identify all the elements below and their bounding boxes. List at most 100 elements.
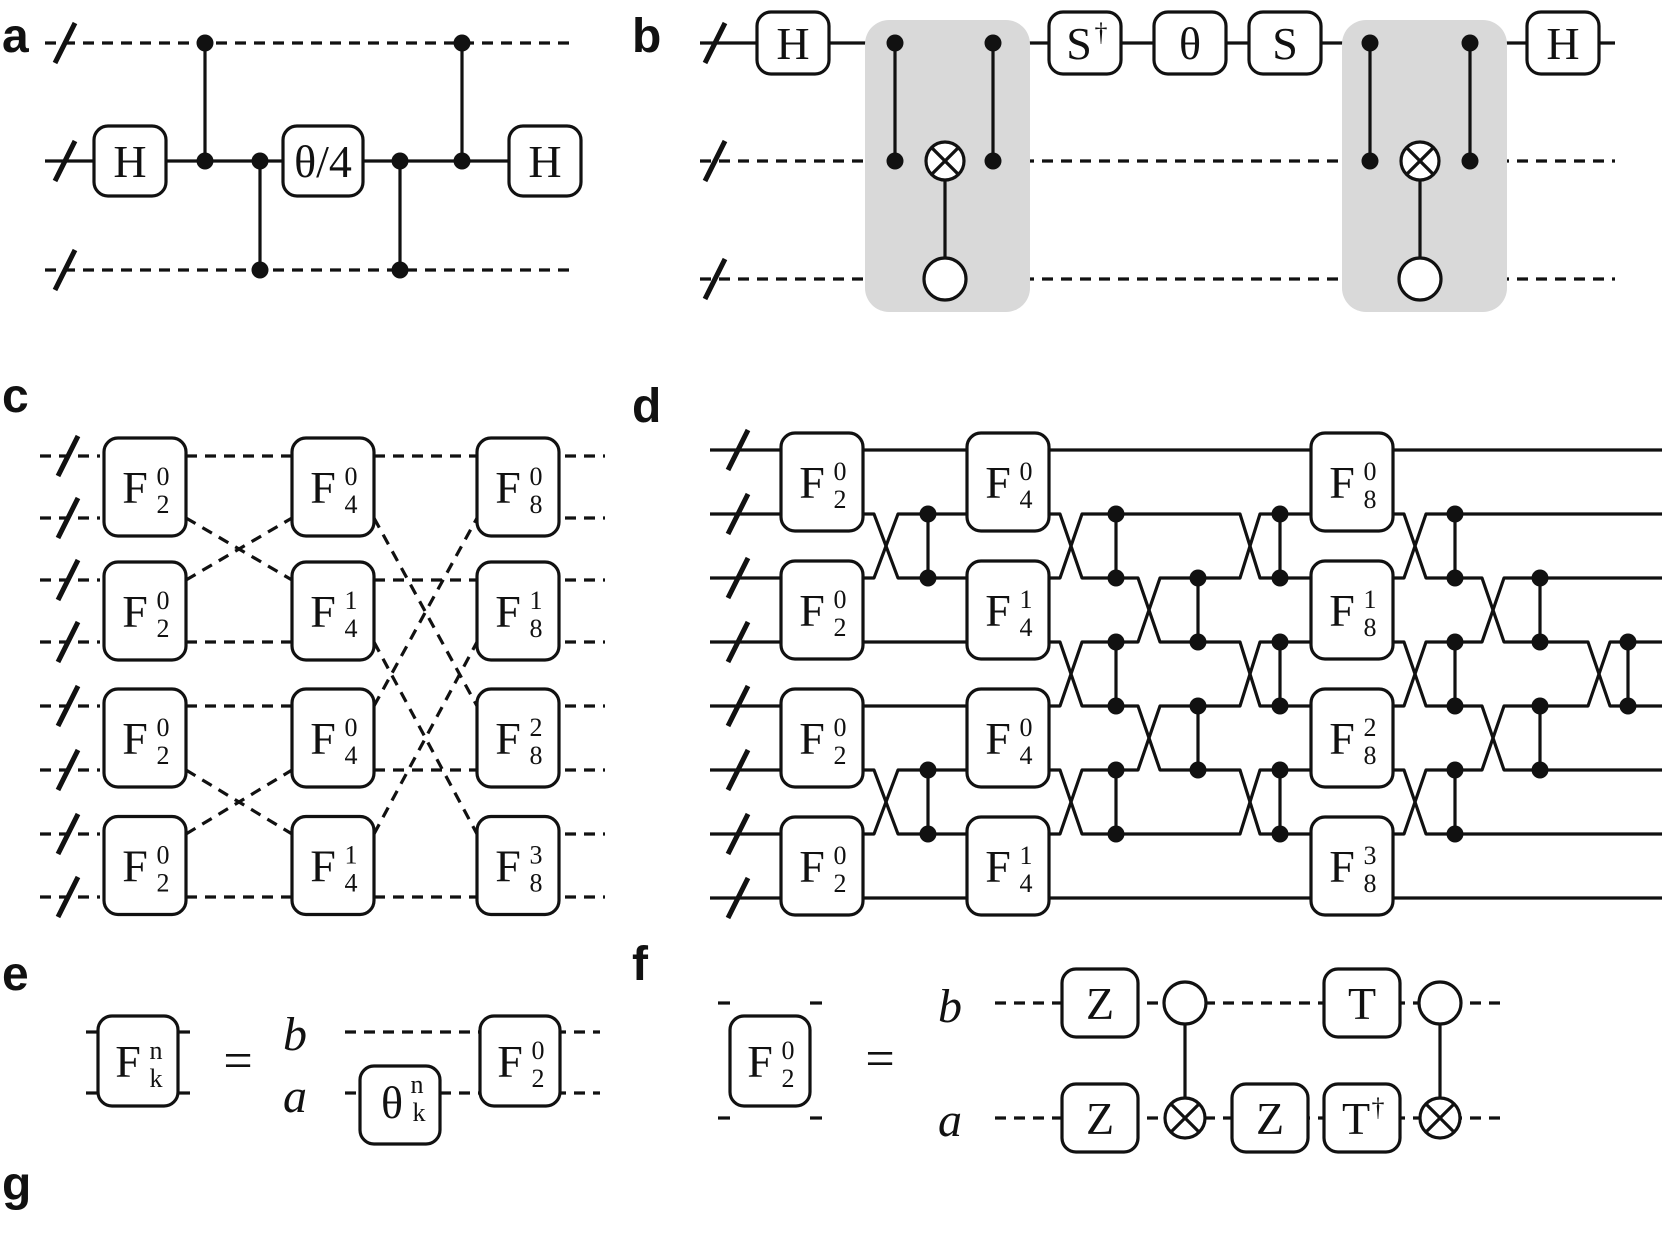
f-gate-e-label: F xyxy=(497,1036,523,1087)
wire-label-b: b xyxy=(283,1008,307,1061)
control-dot-icon xyxy=(1107,633,1125,651)
wire-c-cross xyxy=(372,641,479,835)
h-gate-label: H xyxy=(776,18,809,69)
f-gate-c-sub: 4 xyxy=(345,614,358,643)
register-slash-icon xyxy=(55,496,81,540)
f-gate-c-sup: 1 xyxy=(530,586,543,615)
f-gate-d-sub: 8 xyxy=(1364,613,1377,642)
h-gate-label: H xyxy=(528,136,561,187)
f-gate-c-sub: 4 xyxy=(345,490,358,519)
control-dot-icon xyxy=(1189,569,1207,587)
register-slash-icon xyxy=(52,248,78,292)
f-gate-c-label: F xyxy=(122,462,148,513)
register-slash-icon xyxy=(52,21,78,65)
wire-c-cross xyxy=(185,516,293,582)
control-dot-icon xyxy=(1189,633,1207,651)
control-dot-icon xyxy=(1446,569,1464,587)
control-dot-icon xyxy=(1271,505,1289,523)
register-slash-icon xyxy=(725,748,751,792)
f-gate-d-sup: 0 xyxy=(1020,713,1033,742)
h-gate-label: H xyxy=(113,136,146,187)
f-gate-d-label: F xyxy=(1329,841,1355,892)
f-gate-c-sub: 8 xyxy=(530,869,543,898)
register-slash-icon xyxy=(725,620,751,664)
f-gate-d-sup: 0 xyxy=(834,585,847,614)
control-dot-icon xyxy=(919,569,937,587)
f-gate-c xyxy=(102,436,188,538)
register-slash-icon xyxy=(725,876,751,920)
wire-d-cross xyxy=(864,512,908,580)
control-dot-icon xyxy=(1531,569,1549,587)
f-gate-d xyxy=(965,687,1051,789)
control-dot-icon xyxy=(391,152,409,170)
f-gate-c-sub: 2 xyxy=(157,869,170,898)
control-dot-icon xyxy=(1361,34,1379,52)
open-control-icon xyxy=(1397,256,1443,302)
f-gate-c-label: F xyxy=(122,713,148,764)
f-gate-d-label: F xyxy=(799,713,825,764)
f-gate-c-sup: 0 xyxy=(345,462,358,491)
otimes-cross xyxy=(1405,146,1435,176)
f-gate-c-sup: 0 xyxy=(157,462,170,491)
f-gate-d xyxy=(1309,559,1395,661)
control-dot-icon xyxy=(1107,697,1125,715)
t-dagger-gate-dagger: † xyxy=(1372,1093,1385,1122)
h-gate-label: H xyxy=(1546,18,1579,69)
control-dot-icon xyxy=(919,825,937,843)
f-gate-e xyxy=(478,1014,562,1108)
control-dot-icon xyxy=(453,34,471,52)
control-dot-icon xyxy=(1461,34,1479,52)
f-gate-d-sup: 2 xyxy=(1364,713,1377,742)
control-dot-icon xyxy=(1446,825,1464,843)
open-control-icon xyxy=(922,256,968,302)
open-control-icon xyxy=(1417,980,1463,1026)
f-gate-c-sup: 1 xyxy=(345,841,358,870)
control-dot-icon xyxy=(984,152,1002,170)
f-gate-c-sub: 2 xyxy=(157,741,170,770)
panel-label-e: e xyxy=(2,948,29,1001)
equals-sign: = xyxy=(865,1031,894,1088)
t-dagger-gate xyxy=(1322,1082,1402,1154)
f-gate-d-sup: 0 xyxy=(1020,457,1033,486)
f-gate-d-sup: 1 xyxy=(1020,841,1033,870)
f-gate-f-label: F xyxy=(747,1036,773,1087)
theta-quarter-gate-label: θ/4 xyxy=(294,136,352,187)
wire-d-cross xyxy=(1050,640,1092,708)
f-gate-general-sup: n xyxy=(150,1036,163,1065)
f-gate-d xyxy=(965,431,1051,533)
f-gate-d xyxy=(779,559,865,661)
f-gate-d-sub: 8 xyxy=(1364,485,1377,514)
register-slash-icon xyxy=(702,21,728,65)
f-gate-c-label: F xyxy=(310,586,336,637)
f-gate-c xyxy=(475,687,561,789)
f-gate-d-sub: 2 xyxy=(834,741,847,770)
f-gate-c-label: F xyxy=(310,462,336,513)
control-dot-icon xyxy=(1271,569,1289,587)
f-gate-c xyxy=(475,814,561,917)
f-gate-d-label: F xyxy=(799,841,825,892)
control-dot-icon xyxy=(1271,825,1289,843)
control-dot-icon xyxy=(1531,697,1549,715)
control-dot-icon xyxy=(1531,633,1549,651)
s-gate-label: S xyxy=(1272,18,1298,69)
wire-d-cross xyxy=(1050,768,1092,836)
f-gate-c-label: F xyxy=(310,713,336,764)
control-dot-icon xyxy=(984,34,1002,52)
control-dot-icon xyxy=(1107,825,1125,843)
f-gate-c-label: F xyxy=(310,841,336,892)
f-gate-general xyxy=(96,1014,180,1108)
control-dot-icon xyxy=(1446,633,1464,651)
f-gate-d-sup: 3 xyxy=(1364,841,1377,870)
theta-general-sub: k xyxy=(413,1098,426,1127)
f-gate-c-sub: 4 xyxy=(345,741,358,770)
control-dot-icon xyxy=(886,34,904,52)
register-slash-icon xyxy=(725,812,751,856)
t-dagger-gate-label: T xyxy=(1342,1093,1370,1144)
register-slash-icon xyxy=(702,139,728,183)
wire-c-cross xyxy=(372,517,479,707)
panel-label-d: d xyxy=(632,380,661,433)
f-gate-d-sub: 4 xyxy=(1020,613,1033,642)
f-gate-e-sub: 2 xyxy=(532,1064,545,1093)
control-dot-icon xyxy=(1107,761,1125,779)
